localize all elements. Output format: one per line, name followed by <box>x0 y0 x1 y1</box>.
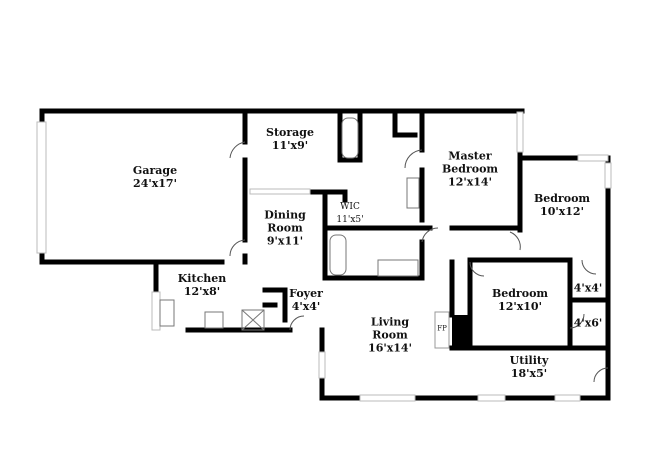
room-size: 4'x6' <box>573 316 603 330</box>
fireplace-label: FP <box>437 323 447 336</box>
doors <box>229 141 609 383</box>
room-size: 24'x17' <box>133 177 177 190</box>
room-size: 9'x11' <box>266 234 304 248</box>
fireplace-hearth <box>434 311 450 349</box>
room-name: Bedroom <box>491 287 549 300</box>
room-name: Room <box>267 221 303 235</box>
room-name: Kitchen <box>177 272 227 285</box>
room-name: Foyer <box>289 287 323 300</box>
fixtures <box>159 117 420 331</box>
room-size: 11'x9' <box>271 139 309 152</box>
room-name: WIC <box>340 202 360 212</box>
room-size: 12'x14' <box>448 175 492 189</box>
room-name: Utility <box>509 354 549 367</box>
room-size: 16'x14' <box>368 341 412 355</box>
room-name: Living <box>370 315 410 329</box>
room-size: 11'x5' <box>336 215 364 225</box>
room-name: Dining <box>264 208 306 222</box>
fireplace <box>452 315 470 348</box>
room-size: 4'x4' <box>291 300 321 313</box>
room-label-closet-2: 4'x6' <box>574 317 603 330</box>
room-size: 12'x8' <box>183 285 221 298</box>
room-size: 12'x10' <box>498 300 542 313</box>
room-name: Room <box>372 328 408 342</box>
room-size: 4'x4' <box>573 281 603 295</box>
room-label-closet-1: 4'x4' <box>574 282 603 295</box>
room-name: Bedroom <box>441 162 499 176</box>
room-size: 10'x12' <box>540 205 584 218</box>
room-name: Storage <box>266 126 314 139</box>
room-name: Garage <box>132 164 178 177</box>
room-size: 18'x5' <box>510 367 548 380</box>
windows <box>36 111 612 402</box>
room-name: Master <box>448 149 492 163</box>
fp-text: FP <box>437 324 447 333</box>
room-label-wic: WIC 11'x5' <box>336 201 363 227</box>
room-name: Bedroom <box>533 192 591 205</box>
